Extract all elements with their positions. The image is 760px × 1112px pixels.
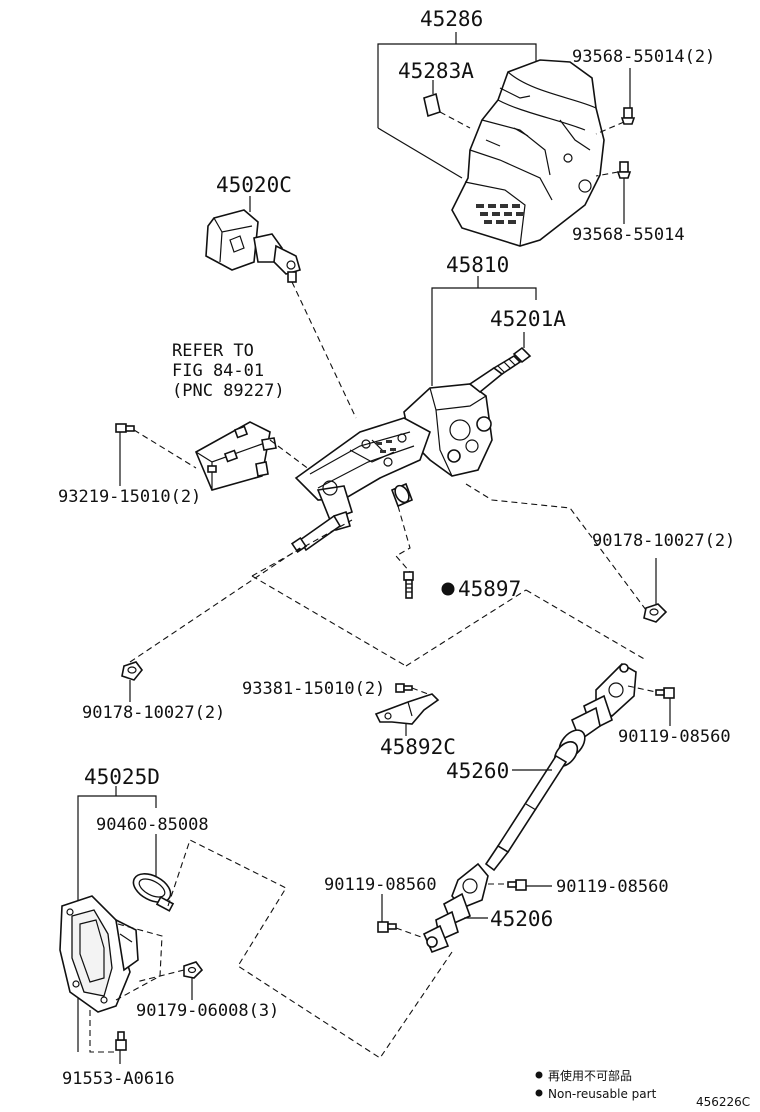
label-refer-to: REFER TO [172,341,254,361]
label-90119-08560-left: 90119-08560 [324,875,437,895]
figure-id: 456226C [696,1095,750,1109]
sleeve-45201A [512,346,532,364]
wire-harness-bracket [194,421,277,491]
legend-dot-2 [535,1089,543,1097]
universal-joint-45206 [422,862,489,954]
intermediate-shaft-45260 [484,663,637,872]
nut-90178-left [121,661,144,681]
bracket-45892C [374,693,440,725]
label-93219-15010-2: 93219-15010(2) [58,487,201,507]
label-90460-85008: 90460-85008 [96,815,209,835]
bolt-91553 [115,1031,127,1051]
label-90178-10027-2-right: 90178-10027(2) [592,531,735,551]
label-45286: 45286 [420,7,483,31]
label-45260: 45260 [446,759,509,783]
label-93568-55014-2: 93568-55014(2) [572,47,715,67]
bolt-45897 [403,571,414,599]
label-45206: 45206 [490,907,553,931]
label-45283A: 45283A [398,59,474,83]
label-45020C: 45020C [216,173,292,197]
hole-cover-45025D [59,895,139,1013]
legend: 再使用不可部品 Non-reusable part [535,1068,657,1101]
non-reusable-mark-45897 [441,582,455,596]
legend-non-reusable-jp: 再使用不可部品 [548,1068,632,1083]
label-93381-15010-2: 93381-15010(2) [242,679,385,699]
legend-dot-1 [535,1071,543,1079]
column-cover-assembly [451,59,605,247]
nut-90178-right [643,603,668,623]
label-90179-06008-3: 90179-06008(3) [136,1001,279,1021]
label-plate-45283A [423,92,441,118]
label-93568-55014: 93568-55014 [572,225,685,245]
label-45810: 45810 [446,253,509,277]
label-refer-fig: FIG 84-01 [172,361,264,381]
legend-non-reusable-en: Non-reusable part [548,1087,657,1101]
bolt-90119-upper [655,687,675,699]
label-refer-pnc: (PNC 89227) [172,381,285,401]
screw-93568-lower [616,161,632,179]
lock-cylinder-45020C [205,209,301,283]
screw-93219 [115,423,135,433]
label-90119-08560-right: 90119-08560 [556,877,669,897]
bolt-90119-left [377,921,397,933]
label-90178-10027-2-left: 90178-10027(2) [82,703,225,723]
clamp-ring-90460 [132,873,175,912]
label-45201A: 45201A [490,307,566,331]
bolt-90119-right [507,879,527,891]
screw-93568-upper [620,107,636,125]
label-90119-08560-upper: 90119-08560 [618,727,731,747]
steering-column-45810 [290,354,522,554]
label-45892C: 45892C [380,735,456,759]
label-91553-A0616: 91553-A0616 [62,1069,175,1089]
nut-90179 [183,961,204,979]
label-45025D: 45025D [84,765,160,789]
screw-93381 [395,683,413,693]
label-45897: 45897 [458,577,521,601]
